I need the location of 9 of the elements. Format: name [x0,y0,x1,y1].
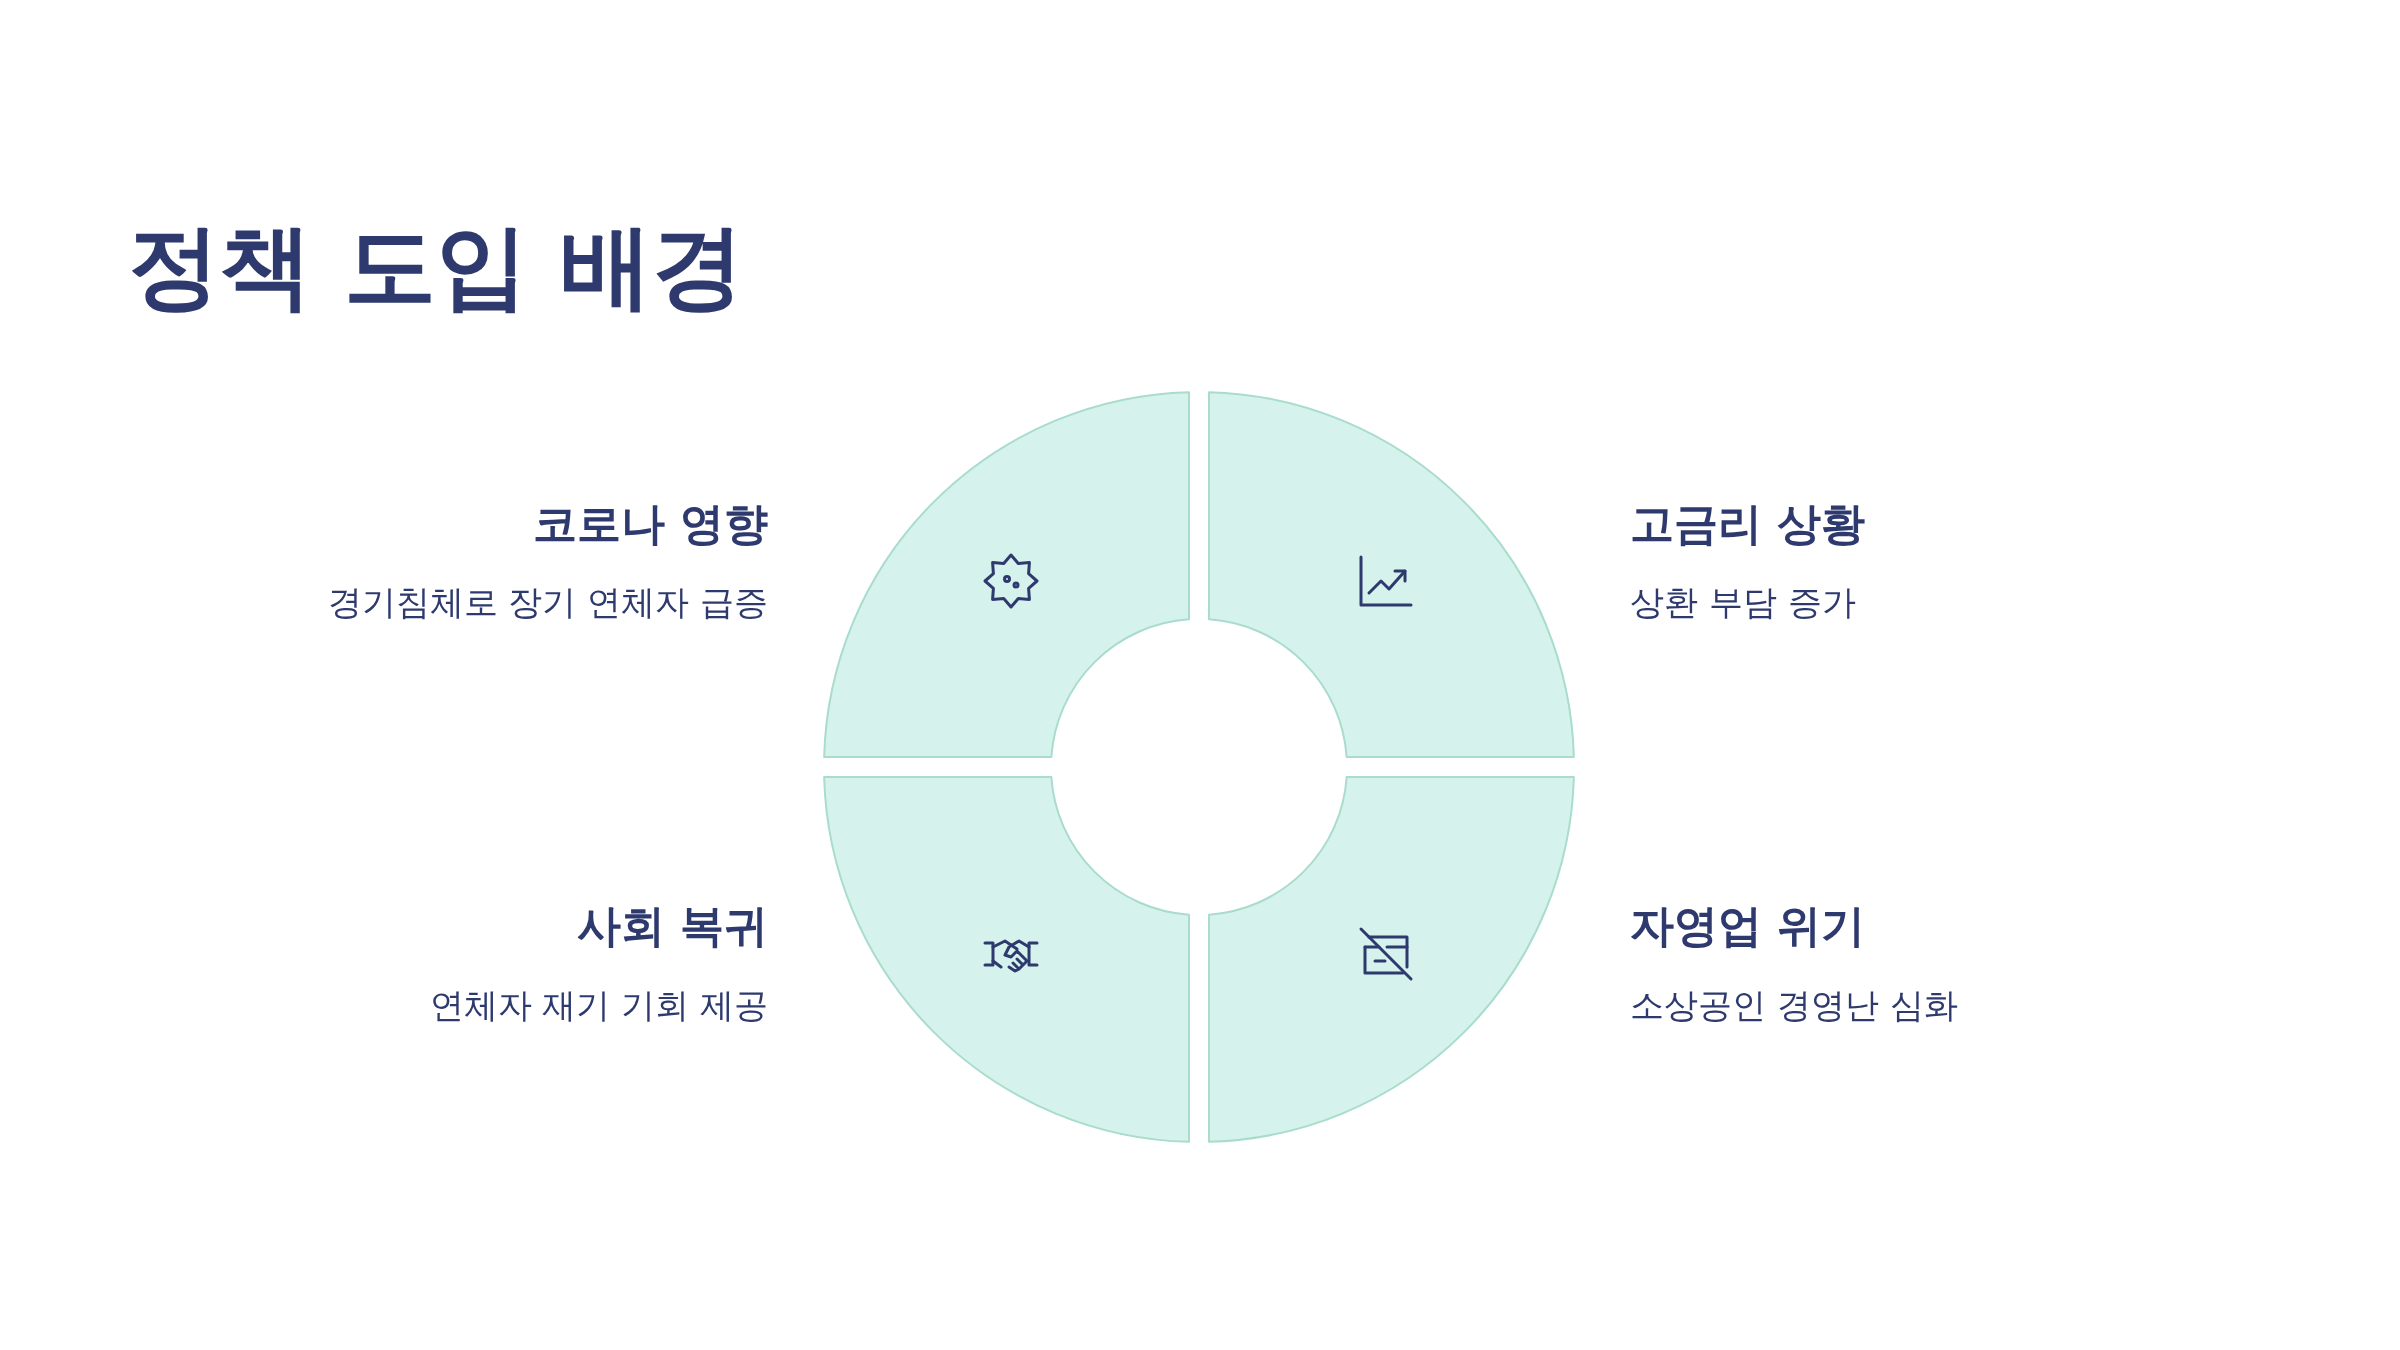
section-heading: 고금리 상황 [1630,497,1866,551]
section-heading: 자영업 위기 [1630,899,1866,953]
description-text: 경기침체로 장기 연체자 급증 [327,581,768,624]
section-heading: 사회 복귀 [576,899,768,953]
description-text: 소상공인 경영난 심화 [1630,984,1958,1027]
section-heading: 코로나 영향 [532,497,768,551]
slide-title: 정책 도입 배경 [128,212,745,322]
description-text: 연체자 재기 기회 제공 [429,984,768,1027]
description-text: 상환 부담 증가 [1630,581,1856,624]
